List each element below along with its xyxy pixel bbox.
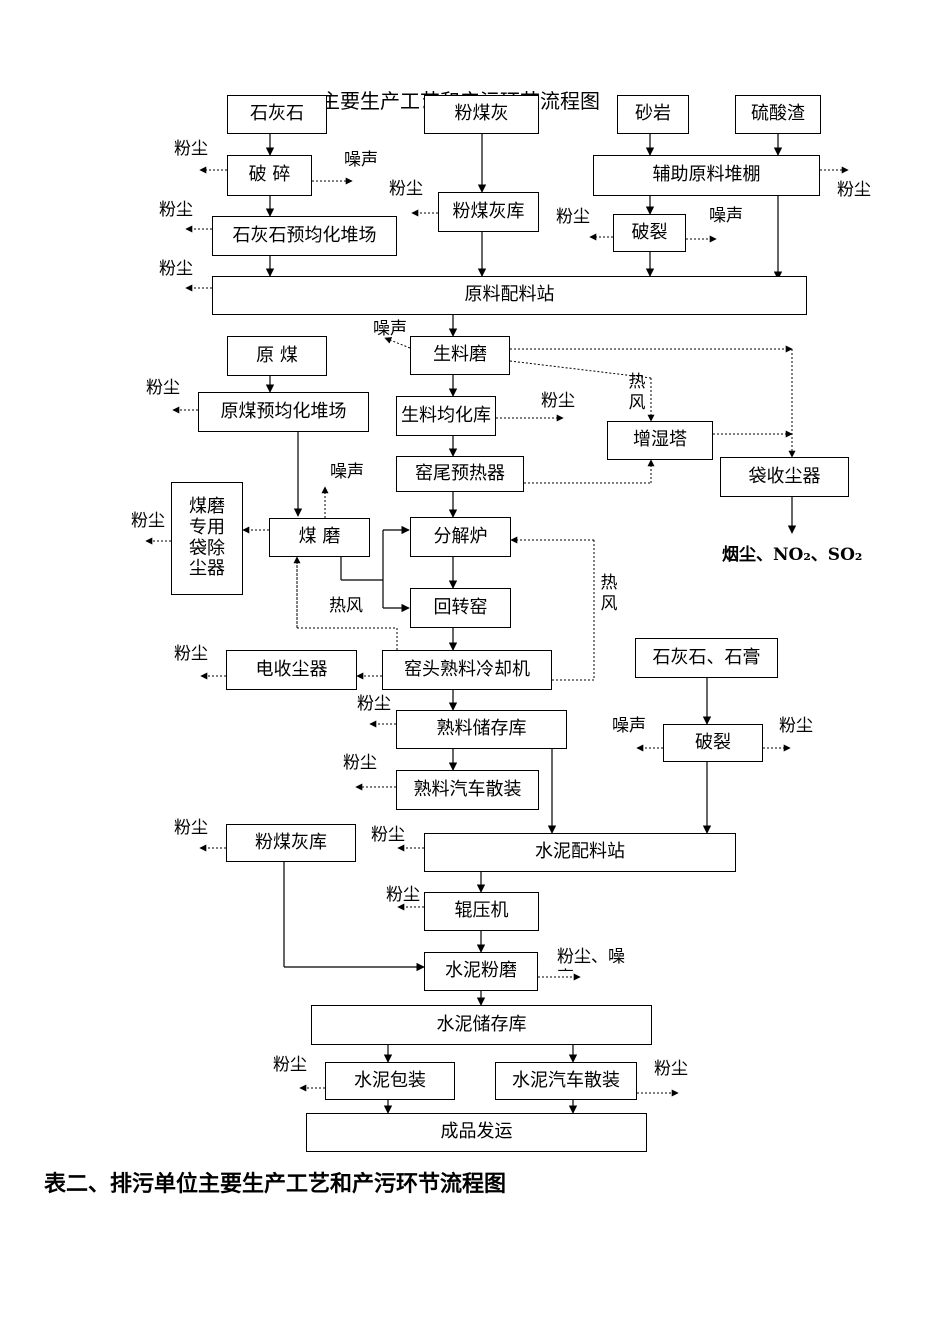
label-noise: 噪声 [612, 716, 646, 736]
label-hot-air: 热风 [600, 573, 618, 615]
label-dust: 粉尘 [779, 716, 813, 736]
label-dust: 粉尘 [386, 885, 420, 905]
box-esp: 电收尘器 [226, 650, 357, 690]
box-calciner: 分解炉 [410, 517, 511, 557]
box-clinker-silo: 熟料储存库 [396, 710, 567, 749]
box-bag-filter: 袋收尘器 [720, 457, 849, 497]
label-dust: 粉尘 [146, 378, 180, 398]
box-flyash-silo: 粉煤灰库 [438, 192, 539, 232]
label-dust: 粉尘 [131, 511, 165, 531]
box-coal-bag-filter: 煤磨专用袋除尘器 [171, 482, 243, 595]
label-dust: 粉尘 [654, 1059, 688, 1079]
box-preheater: 窑尾预热器 [396, 456, 524, 492]
label-dust: 粉尘 [159, 259, 193, 279]
label-hot-air: 热风 [329, 596, 363, 616]
box-crack1: 破裂 [613, 214, 686, 252]
box-raw-coal: 原 煤 [227, 336, 327, 376]
box-cement-silo: 水泥储存库 [311, 1005, 652, 1045]
label-dust: 粉尘 [343, 753, 377, 773]
box-flyash: 粉煤灰 [424, 95, 539, 134]
label-dust-noise: 粉尘、噪声 [557, 947, 637, 971]
box-flyash-silo2: 粉煤灰库 [226, 824, 356, 862]
label-dust: 粉尘 [174, 818, 208, 838]
label-dust: 粉尘 [389, 179, 423, 199]
box-coal-mill: 煤 磨 [269, 518, 370, 557]
label-hot-air: 热风 [628, 372, 646, 414]
label-dust: 粉尘 [371, 825, 405, 845]
box-raw-batch: 原料配料站 [212, 276, 807, 315]
label-dust: 粉尘 [357, 694, 391, 714]
box-ls-gypsum: 石灰石、石膏 [635, 638, 778, 678]
box-kiln: 回转窑 [410, 588, 511, 628]
box-sulfuric-slag: 硫酸渣 [735, 95, 821, 134]
label-dust: 粉尘 [541, 391, 575, 411]
label-dust: 粉尘 [159, 200, 193, 220]
box-cement-mill: 水泥粉磨 [424, 952, 538, 991]
box-crush1: 破 碎 [227, 155, 312, 196]
box-aux-shed: 辅助原料堆棚 [593, 155, 820, 196]
box-crack2: 破裂 [663, 724, 763, 762]
label-dust: 粉尘 [174, 139, 208, 159]
box-sandstone: 砂岩 [617, 95, 689, 134]
box-packing: 水泥包装 [325, 1062, 455, 1100]
label-noise: 噪声 [330, 462, 364, 482]
box-raw-mill: 生料磨 [410, 336, 510, 375]
label-noise: 噪声 [709, 206, 743, 226]
label-noise: 噪声 [373, 319, 407, 339]
box-cooler: 窑头熟料冷却机 [382, 650, 552, 690]
label-dust-noise-text: 粉尘、噪声 [557, 947, 625, 971]
box-coal-prehomo: 原煤预均化堆场 [198, 392, 369, 432]
label-noise: 噪声 [344, 150, 378, 170]
box-roller: 辊压机 [424, 892, 539, 931]
label-dust: 粉尘 [273, 1055, 307, 1075]
label-dust: 粉尘 [556, 207, 590, 227]
box-humid-tower: 增湿塔 [607, 421, 713, 460]
box-ls-prehomo: 石灰石预均化堆场 [212, 216, 397, 256]
box-cement-batch: 水泥配料站 [424, 833, 736, 872]
label-emissions: 烟尘、NO₂、SO₂ [722, 545, 863, 565]
figure-caption: 表二、排污单位主要生产工艺和产污环节流程图 [44, 1172, 507, 1197]
box-limestone: 石灰石 [227, 95, 327, 134]
box-cement-bulk: 水泥汽车散装 [495, 1062, 637, 1100]
box-raw-homo: 生料均化库 [396, 396, 496, 436]
box-clinker-bulk: 熟料汽车散装 [396, 770, 539, 810]
label-dust: 粉尘 [837, 180, 871, 200]
label-dust: 粉尘 [174, 644, 208, 664]
box-shipping: 成品发运 [306, 1113, 647, 1152]
